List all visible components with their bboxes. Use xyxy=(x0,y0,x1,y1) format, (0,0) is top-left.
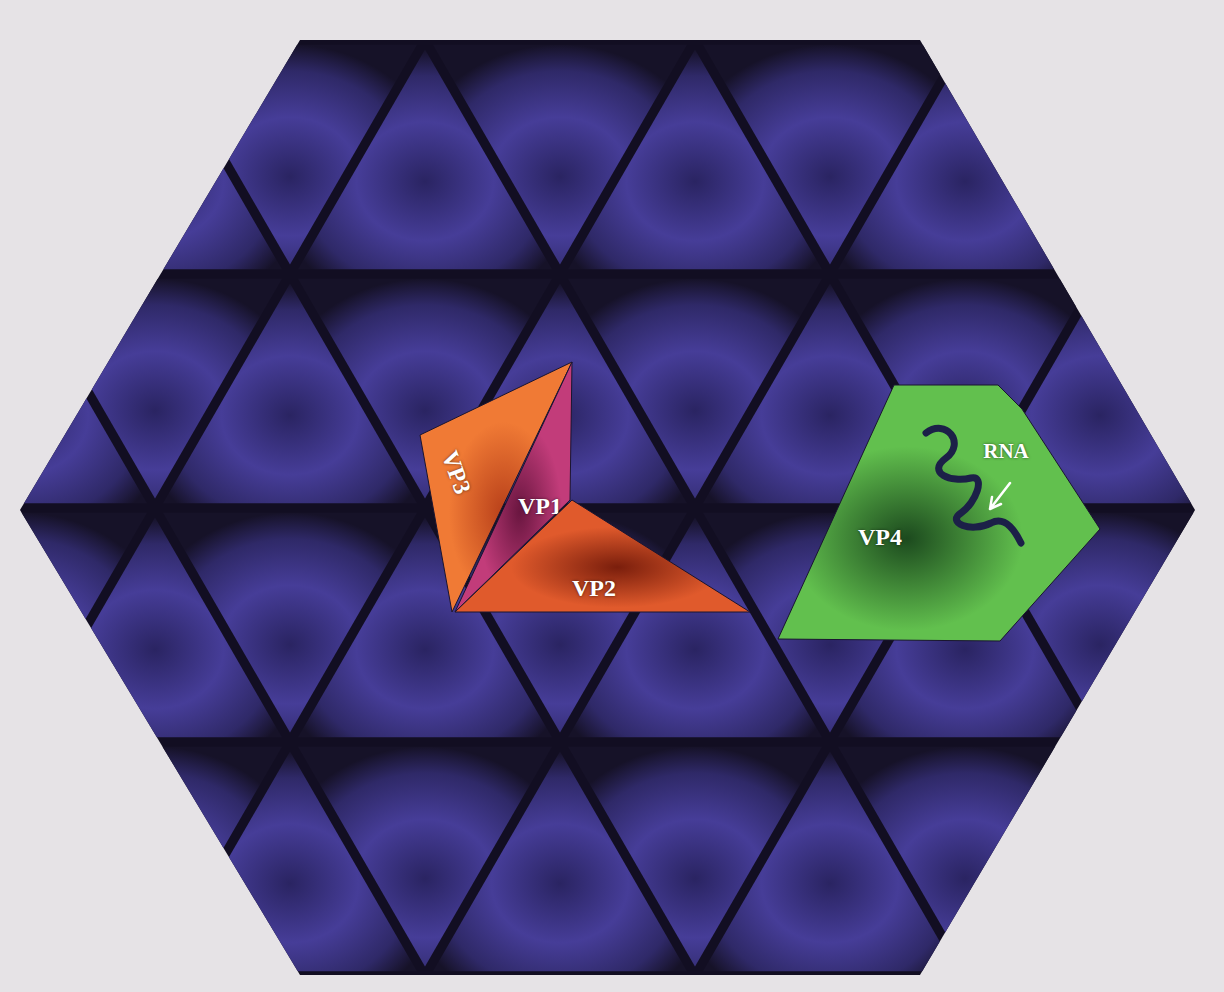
protein-label: VP4 xyxy=(858,524,902,551)
capsomer-triangle xyxy=(0,517,12,737)
protein-pentagon: VP4 RNA xyxy=(776,383,1102,643)
capsomer-triangle xyxy=(1108,517,1224,737)
capsomer-triangle xyxy=(0,49,12,269)
capsomer-grid xyxy=(0,45,1224,972)
protein-label: VP2 xyxy=(572,575,616,602)
protein-triangle: VP2 xyxy=(452,498,752,614)
capsomer-triangle xyxy=(1108,747,1224,967)
capsomer-triangle xyxy=(973,751,1224,971)
node-shape xyxy=(776,383,1102,643)
capsomer-triangle xyxy=(1108,279,1224,499)
capsomer-triangle xyxy=(0,279,12,499)
pointer-arrow xyxy=(990,483,1010,509)
capsid-outline xyxy=(20,40,1195,975)
capsomer-triangle xyxy=(838,49,1092,269)
capsomer-triangle xyxy=(1108,49,1224,269)
capsomer-triangle xyxy=(0,747,12,967)
capsomer-triangle xyxy=(0,751,147,971)
capsomer-triangle xyxy=(0,45,147,265)
capsomer-triangle xyxy=(838,747,1092,967)
capsomer-triangle xyxy=(973,45,1224,265)
rna-label: RNA xyxy=(983,439,1029,464)
